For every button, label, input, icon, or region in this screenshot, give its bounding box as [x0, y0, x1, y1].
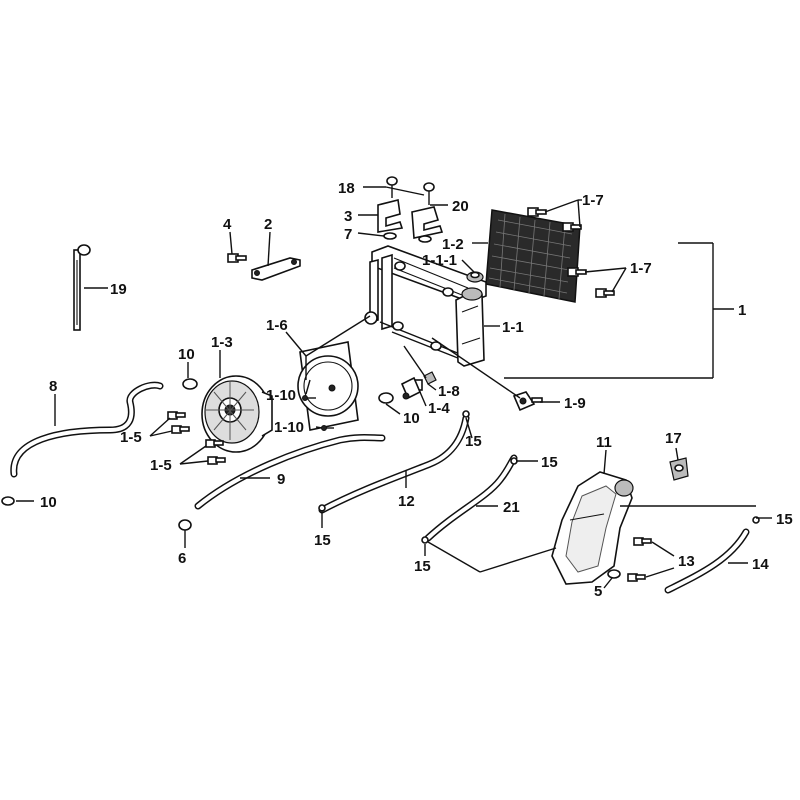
- part-11-reservoir: [551, 471, 634, 585]
- part-1-2-screen: [485, 209, 581, 303]
- part-1-1-1-grommet: [466, 271, 484, 283]
- callout-1-3: 1-3: [211, 334, 233, 351]
- part-10-oring-mid: [378, 392, 394, 404]
- callout-9: 9: [277, 471, 285, 488]
- part-10-oring-left: [182, 378, 198, 390]
- callout-1-5-a: 1-5: [120, 429, 142, 446]
- callout-1-10-b: 1-10: [274, 419, 304, 436]
- part-20-bolt: [423, 182, 435, 205]
- callout-labels: 18 20 3 7 1-7 1-2 1-1-1 1-7 1 4 2 19 1-6…: [40, 180, 793, 600]
- callout-1-6: 1-6: [266, 317, 288, 334]
- callout-1: 1: [738, 302, 746, 319]
- callout-5: 5: [594, 583, 602, 600]
- callout-18: 18: [338, 180, 355, 197]
- callout-2: 2: [264, 216, 272, 233]
- part-19-rod: [73, 244, 91, 331]
- part-13-bolts: [627, 537, 652, 582]
- callout-15-e: 15: [414, 558, 431, 575]
- callout-1-1: 1-1: [502, 319, 524, 336]
- callout-1-1-1: 1-1-1: [422, 252, 457, 269]
- part-12-hose: [318, 414, 470, 514]
- part-9-hose: [194, 434, 386, 510]
- part-6-oring: [178, 519, 192, 531]
- callout-14: 14: [752, 556, 769, 573]
- part-radiator-frame: [364, 245, 487, 363]
- callout-15-c: 15: [776, 511, 793, 528]
- part-8-hose: [10, 381, 164, 478]
- callout-13: 13: [678, 553, 695, 570]
- callout-7: 7: [344, 226, 352, 243]
- part-5-washer: [607, 569, 621, 579]
- part-1-1-tank: [455, 287, 485, 367]
- callout-17: 17: [665, 430, 682, 447]
- callout-10-bottom: 10: [40, 494, 57, 511]
- callout-1-2: 1-2: [442, 236, 464, 253]
- part-4-bolt: [227, 253, 247, 263]
- callout-1-10-a: 1-10: [266, 387, 296, 404]
- callout-19: 19: [110, 281, 127, 298]
- leader-lines: [16, 186, 772, 589]
- callout-3: 3: [344, 208, 352, 225]
- callout-11: 11: [596, 434, 612, 451]
- part-2-bracket: [251, 257, 301, 281]
- callout-21: 21: [503, 499, 520, 516]
- callout-12: 12: [398, 493, 415, 510]
- callout-15-a: 15: [465, 433, 482, 450]
- callout-1-5-b: 1-5: [150, 457, 172, 474]
- part-14-hose: [664, 528, 750, 594]
- part-1-6-shroud: [297, 341, 359, 431]
- part-7-washers: [383, 232, 432, 243]
- callout-1-8: 1-8: [438, 383, 460, 400]
- part-18-bolt: [386, 176, 398, 198]
- callout-15-b: 15: [541, 454, 558, 471]
- callout-8: 8: [49, 378, 57, 395]
- callout-4: 4: [223, 216, 232, 233]
- callout-6: 6: [178, 550, 186, 567]
- part-1-3-fan: [201, 375, 273, 453]
- part-1-5-bolts: [167, 411, 226, 465]
- part-21-hose: [424, 454, 518, 542]
- callout-20: 20: [452, 198, 469, 215]
- callout-1-9: 1-9: [564, 395, 586, 412]
- callout-1-7-top: 1-7: [582, 192, 604, 209]
- callout-15-d: 15: [314, 532, 331, 549]
- callout-10-left: 10: [178, 346, 195, 363]
- part-1-9-bolt: [512, 391, 543, 412]
- part-10-oring-bottom: [1, 496, 15, 506]
- part-15-clamps: [318, 410, 760, 544]
- callout-1-7-lower: 1-7: [630, 260, 652, 277]
- part-1-10-screws: [302, 395, 334, 431]
- callout-10-mid: 10: [403, 410, 420, 427]
- callout-1-4: 1-4: [428, 400, 450, 417]
- part-17-cap: [669, 457, 689, 481]
